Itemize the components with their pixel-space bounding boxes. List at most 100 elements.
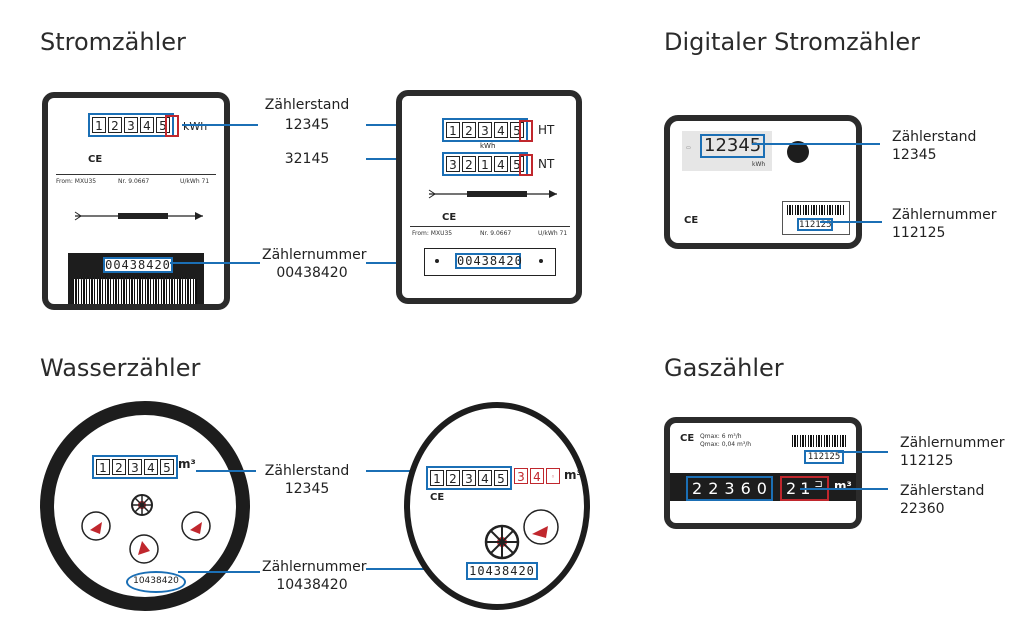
barcode-icon [792, 435, 848, 447]
wasser2-unit: m³ [564, 468, 582, 482]
meter2-nt-counter: 3 2 1 4 5 [442, 152, 528, 176]
screw-icon [539, 259, 543, 263]
digit: 3 [514, 468, 528, 484]
digit: 1 [92, 117, 106, 133]
wasser2-counter: 1 2 3 4 5 [426, 466, 512, 490]
digit: 2 [462, 122, 476, 138]
digit: 1 [478, 156, 492, 172]
meter1-number: 00438420 [103, 257, 173, 273]
arrow-icon [74, 211, 203, 221]
digit: 2 [112, 459, 126, 475]
wasser2-number: 10438420 [466, 562, 538, 580]
value-zaehlernummer-strom: 00438420 [276, 265, 348, 281]
label-zaehlernummer-gas: Zählernummer [900, 435, 1005, 451]
value-zaehlernummer-gas: 112125 [900, 453, 954, 469]
digit: 1 [446, 122, 460, 138]
digit: 4 [478, 470, 492, 486]
label-zaehlerstand-strom: Zählerstand [264, 97, 350, 113]
digit: 6 [740, 479, 751, 498]
digit: 3 [128, 459, 142, 475]
ce-mark-icon: CE [442, 212, 457, 223]
meter2-ht-label: HT [538, 123, 555, 137]
value-zaehlerstand-strom: 12345 [284, 117, 330, 133]
connector-line [820, 221, 882, 223]
barcode-icon [787, 205, 845, 215]
digit: ◦ [546, 468, 560, 484]
digit: 3 [446, 156, 460, 172]
ce-mark-icon: CE [680, 433, 695, 444]
gas-counter-band: 2 2 3 6 0 2 1 ⊐ m³ [670, 473, 856, 501]
meter1-counter: 1 2 3 4 5 [88, 113, 174, 137]
dial-icon [523, 509, 559, 545]
optical-sensor-icon [787, 141, 809, 163]
label-zaehlernummer-wasser: Zählernummer [262, 559, 367, 575]
label-zaehlernummer-digital: Zählernummer [892, 207, 997, 223]
ce-mark-icon: CE [430, 492, 445, 503]
digit: 2 [108, 117, 122, 133]
meter1-ukwh: U/kWh 71 [180, 178, 210, 185]
digit: 5 [156, 117, 170, 133]
connector-line [366, 470, 426, 472]
meter2-nt-decimal-box [519, 154, 533, 176]
wasserzaehler-meter-1: 1 2 3 4 5 m³ 10438420 [40, 401, 250, 611]
label-zaehlernummer-strom: Zählernummer [262, 247, 367, 263]
digit: 2 [462, 156, 476, 172]
meter2-number: 00438420 [455, 253, 523, 269]
meter2-nr: Nr. 9.0667 [480, 230, 512, 237]
magnet-icon: ⊐ [814, 479, 823, 490]
digit: 5 [494, 470, 508, 486]
digit: 3 [124, 117, 138, 133]
digital-display-unit: kWh [752, 161, 766, 168]
connector-line [366, 568, 466, 570]
digital-display: ▭ 12345 kWh [682, 131, 772, 171]
connector-line [196, 470, 256, 472]
stromzaehler-meter-2: 1 2 3 4 5 HT kWh 3 2 1 4 5 NT CE From: M… [396, 90, 582, 304]
meter2-nt-label: NT [538, 157, 555, 171]
ce-mark-icon: CE [88, 154, 103, 165]
meter2-number-plate: 00438420 [424, 248, 556, 276]
digit: 2 [708, 479, 719, 498]
digitaler-stromzaehler-meter: ▭ 12345 kWh CE 112125 [664, 115, 862, 249]
digit: 2 [692, 479, 703, 498]
digit: 4 [494, 122, 508, 138]
wasser2-red-counter: 3 4 ◦ [514, 468, 560, 484]
digit: 4 [530, 468, 544, 484]
gas-qmax1: Qmax: 6 m³/h [700, 433, 742, 440]
star-wheel-icon [484, 524, 520, 560]
digit: 1 [96, 459, 110, 475]
digit: 5 [510, 122, 524, 138]
value-zaehlerstand-wasser: 12345 [284, 481, 330, 497]
meter1-decimal-box [165, 115, 179, 137]
meter1-nr: Nr. 9.0667 [118, 178, 150, 185]
meter2-unit: kWh [480, 142, 496, 150]
barcode-icon [73, 279, 197, 304]
digital-display-value: 12345 [700, 134, 766, 158]
digit: 0 [756, 479, 767, 498]
digit: 3 [724, 479, 735, 498]
divider [56, 174, 216, 175]
digit: 4 [144, 459, 158, 475]
digit: 3 [478, 122, 492, 138]
meter1-unit: kWh [183, 120, 208, 133]
wasser1-unit: m³ [178, 457, 196, 471]
wasserzaehler-meter-2: 1 2 3 4 5 3 4 ◦ m³ CE 10438420 [404, 402, 590, 610]
connector-line [178, 571, 260, 573]
arrow-icon [428, 189, 557, 199]
digital-barcode-label: 112125 [782, 201, 850, 235]
meter2-ht-decimal-box [519, 120, 533, 142]
meter2-from: From: MXU35 [412, 230, 453, 237]
star-wheel-icon [131, 494, 153, 516]
display-indicator-icon: ▭ [686, 145, 691, 151]
screw-icon [435, 259, 439, 263]
meter1-face: 1 2 3 4 5 m³ [54, 415, 236, 597]
title-wasserzaehler: Wasserzähler [40, 354, 201, 382]
title-stromzaehler: Stromzähler [40, 28, 186, 56]
value-zaehlernummer-digital: 112125 [892, 225, 946, 241]
digit: 5 [160, 459, 174, 475]
dial-icon [181, 511, 211, 541]
connector-line [800, 488, 888, 490]
digit: 3 [462, 470, 476, 486]
ce-mark-icon: CE [684, 215, 699, 226]
connector-line [182, 124, 258, 126]
meter1-bottom-panel: 00438420 [68, 253, 204, 304]
